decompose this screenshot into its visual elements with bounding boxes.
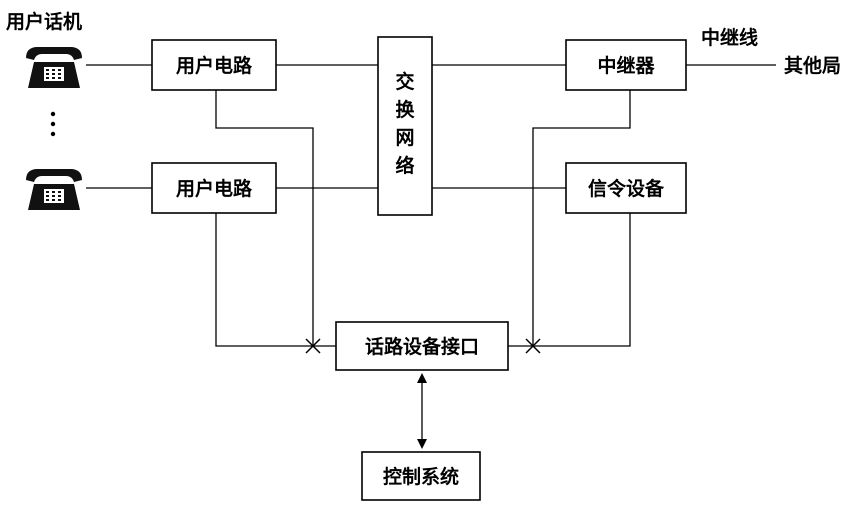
phone-caption: 用户话机: [6, 10, 82, 33]
user-circuit-bottom-label: 用户电路: [176, 177, 253, 200]
trunk-line-label: 中继线: [701, 26, 758, 49]
telephone-icon: [26, 47, 82, 88]
other-office-label: 其他局: [784, 54, 841, 77]
signaling-equipment-box: [565, 162, 687, 214]
signaling-equipment-label: 信令设备: [588, 177, 665, 200]
control-system-label: 控制系统: [383, 465, 459, 488]
switching-network-label-1: 交: [395, 70, 414, 93]
telephone-icon: [26, 169, 82, 210]
user-circuit-top-label: 用户电路: [176, 54, 253, 77]
switching-network-label-3: 网: [395, 127, 414, 149]
cross-markers: [305, 338, 541, 354]
switching-network-label-2: 换: [395, 98, 415, 121]
user-circuit-top-box: [151, 39, 277, 91]
ellipsis-dots: [50, 111, 56, 137]
repeater-box: [565, 39, 687, 91]
connection-lines: [86, 64, 776, 449]
switching-network-box: [377, 36, 433, 216]
voice-interface-box: [335, 321, 509, 371]
voice-interface-label: 话路设备接口: [365, 335, 479, 358]
repeater-label: 中继器: [597, 54, 655, 77]
switching-network-label-4: 络: [395, 154, 414, 177]
user-circuit-bottom-box: [151, 162, 277, 214]
control-system-box: [361, 451, 481, 501]
